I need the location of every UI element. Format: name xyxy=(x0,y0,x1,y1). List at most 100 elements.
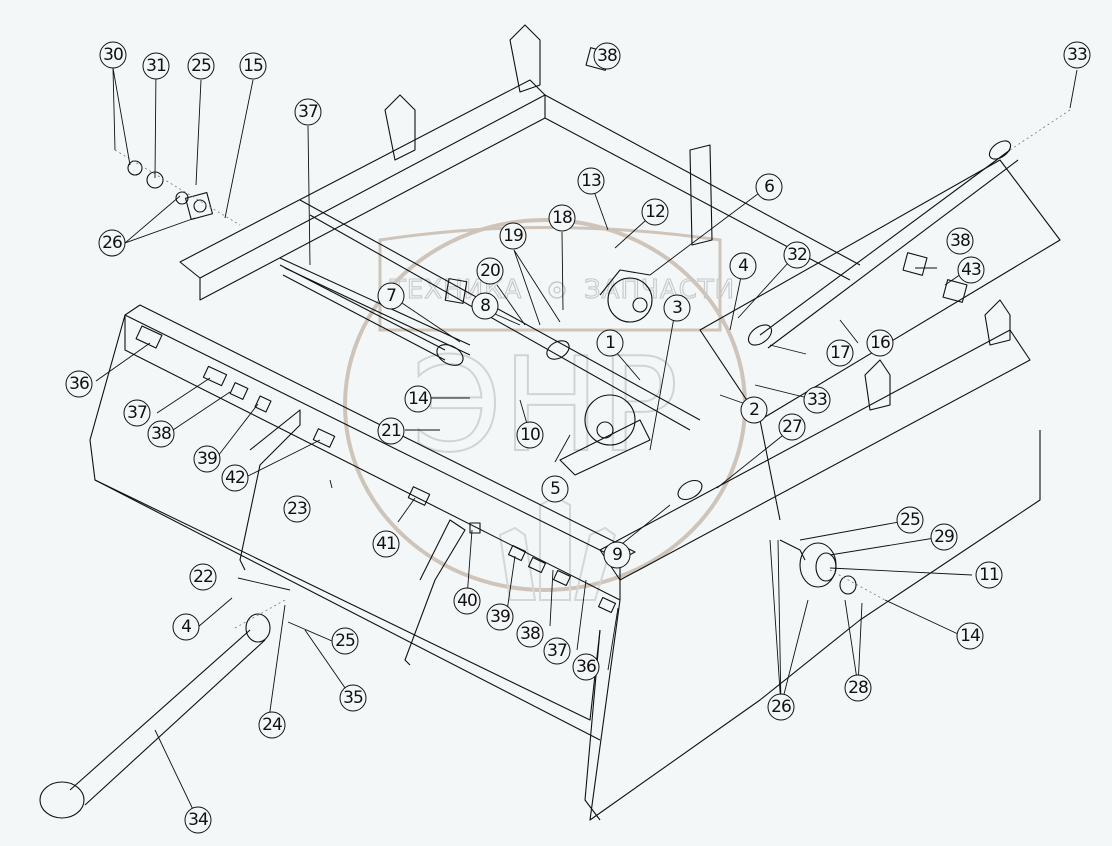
callout[interactable]: 20 xyxy=(476,257,504,285)
callout[interactable]: 25 xyxy=(896,506,924,534)
callout[interactable]: 33 xyxy=(1063,41,1091,69)
callout[interactable]: 38 xyxy=(593,42,621,70)
svg-text:37: 37 xyxy=(298,102,318,122)
svg-text:18: 18 xyxy=(552,208,572,228)
callout[interactable]: 42 xyxy=(221,464,249,492)
svg-text:38: 38 xyxy=(950,231,970,251)
svg-text:22: 22 xyxy=(193,567,213,587)
callout[interactable]: 38 xyxy=(946,227,974,255)
callout[interactable]: 13 xyxy=(577,167,605,195)
svg-text:43: 43 xyxy=(961,260,981,280)
callout[interactable]: 36 xyxy=(572,653,600,681)
callout[interactable]: 32 xyxy=(783,241,811,269)
svg-text:14: 14 xyxy=(960,626,980,646)
drive-shaft-left xyxy=(279,264,446,361)
svg-text:6: 6 xyxy=(764,177,774,197)
callout[interactable]: 22 xyxy=(189,563,217,591)
callout[interactable]: 24 xyxy=(258,711,286,739)
svg-text:17: 17 xyxy=(830,343,850,363)
callout[interactable]: 35 xyxy=(339,684,367,712)
callout[interactable]: 33 xyxy=(803,386,831,414)
callout[interactable]: 37 xyxy=(123,399,151,427)
callout[interactable]: 5 xyxy=(541,475,569,503)
callout[interactable]: 19 xyxy=(499,222,527,250)
callout[interactable]: 7 xyxy=(377,282,405,310)
callout[interactable]: 8 xyxy=(471,292,499,320)
callout[interactable]: 41 xyxy=(372,530,400,558)
callout[interactable]: 3 xyxy=(663,294,691,322)
left-side-bottom xyxy=(94,479,601,821)
callout[interactable]: 26 xyxy=(767,693,795,721)
svg-text:33: 33 xyxy=(1067,45,1087,65)
svg-text:5: 5 xyxy=(550,479,560,499)
bearing-flange-upper-left xyxy=(127,160,214,221)
svg-text:42: 42 xyxy=(225,468,245,488)
callout[interactable]: 29 xyxy=(930,523,958,551)
callout[interactable]: 4 xyxy=(729,252,757,280)
callout[interactable]: 25 xyxy=(331,627,359,655)
callout[interactable]: 17 xyxy=(826,339,854,367)
callout[interactable]: 26 xyxy=(98,229,126,257)
svg-text:41: 41 xyxy=(376,534,396,554)
callout[interactable]: 27 xyxy=(778,413,806,441)
callout[interactable]: 34 xyxy=(184,806,212,834)
frame-assembly xyxy=(39,24,1071,821)
callout[interactable]: 9 xyxy=(603,541,631,569)
svg-text:25: 25 xyxy=(900,510,920,530)
svg-text:37: 37 xyxy=(547,641,567,661)
callout[interactable]: 30 xyxy=(99,41,127,69)
watermark-logo: ЭНР xyxy=(412,329,679,481)
callout[interactable]: 36 xyxy=(65,370,93,398)
callout[interactable]: 4 xyxy=(172,613,200,641)
svg-text:26: 26 xyxy=(771,697,791,717)
assembly-lines xyxy=(114,109,1071,629)
callout[interactable]: 15 xyxy=(239,52,267,80)
callout[interactable]: 11 xyxy=(975,561,1003,589)
callout[interactable]: 14 xyxy=(404,385,432,413)
callout[interactable]: 40 xyxy=(453,587,481,615)
svg-text:14: 14 xyxy=(408,389,428,409)
decals xyxy=(135,47,968,614)
stand-leg-left xyxy=(239,409,301,571)
callout[interactable]: 6 xyxy=(755,173,783,201)
callout[interactable]: 12 xyxy=(641,198,669,226)
svg-text:7: 7 xyxy=(386,286,396,306)
callout[interactable]: 16 xyxy=(866,329,894,357)
callout[interactable]: 39 xyxy=(486,603,514,631)
svg-text:1: 1 xyxy=(605,333,615,353)
svg-text:25: 25 xyxy=(191,56,211,76)
callout[interactable]: 43 xyxy=(957,256,985,284)
svg-text:27: 27 xyxy=(782,417,802,437)
callout[interactable]: 38 xyxy=(516,620,544,648)
svg-text:19: 19 xyxy=(503,226,523,246)
drive-shaft-upper xyxy=(759,149,1019,349)
callout[interactable]: 1 xyxy=(596,329,624,357)
cross-tube xyxy=(279,257,471,356)
svg-text:29: 29 xyxy=(934,527,954,547)
callout[interactable]: 21 xyxy=(377,417,405,445)
svg-text:39: 39 xyxy=(490,607,510,627)
callout[interactable]: 25 xyxy=(187,52,215,80)
callout[interactable]: 28 xyxy=(844,674,872,702)
callout[interactable]: 31 xyxy=(142,52,170,80)
callout[interactable]: 39 xyxy=(193,445,221,473)
svg-text:30: 30 xyxy=(103,45,123,65)
u-joint-left xyxy=(436,344,464,366)
svg-text:38: 38 xyxy=(520,624,540,644)
stand-leg-right xyxy=(404,519,466,666)
svg-text:8: 8 xyxy=(480,296,490,316)
callout[interactable]: 23 xyxy=(283,495,311,523)
right-hitch-2 xyxy=(984,299,1011,346)
svg-text:25: 25 xyxy=(335,631,355,651)
callout[interactable]: 38 xyxy=(147,420,175,448)
svg-text:28: 28 xyxy=(848,678,868,698)
svg-text:13: 13 xyxy=(581,171,601,191)
callout[interactable]: 37 xyxy=(543,637,571,665)
callout[interactable]: 18 xyxy=(548,204,576,232)
callout[interactable]: 37 xyxy=(294,98,322,126)
callout[interactable]: 10 xyxy=(516,421,544,449)
callout[interactable]: 14 xyxy=(956,622,984,650)
callout[interactable]: 2 xyxy=(740,396,768,424)
upper-gearbox xyxy=(599,269,653,323)
svg-text:12: 12 xyxy=(645,202,665,222)
